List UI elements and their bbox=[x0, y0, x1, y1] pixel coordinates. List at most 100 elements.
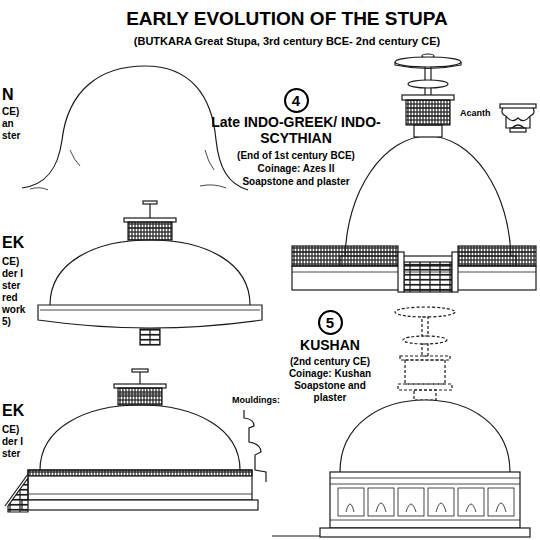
label-box: Mouldings: bbox=[232, 395, 280, 406]
indo-greek-stupa bbox=[5, 369, 258, 512]
kushan-stupa bbox=[338, 488, 364, 516]
label-box: Acanth bbox=[460, 108, 491, 119]
indo-greek-stupa bbox=[5, 474, 28, 506]
acanthus-capital bbox=[500, 104, 536, 108]
label-box: Coinage: Kushan bbox=[260, 368, 400, 380]
period-note: Soapstone and plaster bbox=[211, 176, 381, 188]
kushan-stupa bbox=[422, 344, 428, 356]
kushan-stupa bbox=[346, 503, 506, 512]
label-box: N bbox=[2, 86, 14, 104]
mauryan-mound bbox=[70, 150, 214, 170]
label-box: 5) bbox=[2, 316, 11, 328]
kushan-stupa bbox=[330, 478, 520, 479]
kushan-stupa bbox=[422, 317, 428, 336]
label-box: CE) bbox=[2, 424, 19, 436]
label-box: ster bbox=[2, 448, 20, 460]
diagram-title: EARLY EVOLUTION OF THE STUPA bbox=[37, 7, 537, 30]
indo-greek-stupa bbox=[38, 201, 262, 345]
period-note: CE) bbox=[2, 256, 19, 268]
indo-scythian-stupa bbox=[408, 80, 448, 88]
label-box: der I bbox=[2, 268, 23, 280]
indo-greek-stupa bbox=[40, 310, 260, 311]
label-box: ster bbox=[2, 280, 20, 292]
kushan-stupa bbox=[458, 488, 484, 516]
label-box: EK bbox=[2, 234, 24, 252]
indo-greek-stupa bbox=[8, 478, 28, 512]
period-note: Soapstone and plaster bbox=[282, 380, 378, 404]
period-heading: EK bbox=[2, 402, 24, 420]
period-note: ster bbox=[2, 280, 20, 292]
title-box: EARLY EVOLUTION OF THE STUPA bbox=[37, 7, 537, 30]
detail-label: Acanth bbox=[460, 108, 491, 119]
period-note: (2nd century CE) bbox=[260, 356, 400, 368]
detail-label: Mouldings: bbox=[232, 395, 280, 406]
indo-greek-stupa bbox=[128, 222, 172, 240]
period-note: an bbox=[2, 118, 14, 130]
indo-scythian-stupa bbox=[402, 95, 454, 100]
indo-scythian-stupa bbox=[414, 125, 442, 137]
kushan-stupa bbox=[368, 488, 394, 516]
period-note: der I bbox=[2, 436, 23, 448]
kushan-stupa bbox=[395, 307, 455, 317]
indo-scythian-stupa bbox=[292, 251, 398, 252]
label-box: Soapstone and plaster bbox=[282, 380, 378, 404]
label-box: an bbox=[2, 118, 14, 130]
mauryan-mound bbox=[30, 185, 226, 190]
period-note: 5) bbox=[2, 316, 11, 328]
indo-greek-stupa bbox=[140, 329, 160, 345]
period-heading: EK bbox=[2, 234, 24, 252]
indo-greek-stupa bbox=[28, 470, 252, 476]
indo-greek-stupa bbox=[118, 388, 162, 405]
callout-circle: 5 bbox=[318, 310, 343, 335]
indo-scythian-stupa bbox=[458, 246, 536, 266]
indo-scythian-stupa bbox=[406, 100, 450, 125]
kushan-stupa bbox=[414, 390, 436, 400]
kushan-stupa bbox=[488, 488, 514, 516]
kushan-stupa bbox=[330, 520, 520, 521]
indo-greek-stupa bbox=[114, 384, 166, 388]
period-note: CE) bbox=[2, 106, 19, 118]
indo-greek-stupa bbox=[124, 218, 176, 222]
period-note: ster bbox=[2, 448, 20, 460]
indo-greek-stupa bbox=[149, 204, 150, 218]
kushan-stupa bbox=[320, 528, 530, 537]
period-heading: KUSHAN bbox=[270, 337, 390, 353]
label-box: (2nd century CE) bbox=[260, 356, 400, 368]
period-note: ster bbox=[2, 130, 20, 142]
indo-scythian-stupa bbox=[458, 251, 536, 252]
subtitle: (BUTKARA Great Stupa, 3rd century BCE- 2… bbox=[37, 35, 537, 48]
label-box: der I bbox=[2, 436, 23, 448]
acanthus-capital bbox=[502, 108, 534, 128]
kushan-stupa bbox=[340, 400, 510, 472]
callout-number: 4 bbox=[292, 93, 300, 108]
indo-greek-stupa bbox=[139, 372, 140, 384]
kushan-stupa bbox=[398, 488, 424, 516]
moulding-profile bbox=[244, 410, 266, 482]
kushan-stupa bbox=[330, 472, 520, 528]
label-box: (BUTKARA Great Stupa, 3rd century BCE- 2… bbox=[37, 35, 537, 48]
indo-scythian-stupa bbox=[292, 246, 398, 266]
label-box: Late INDO-GREEK/ INDO-SCYTHIAN bbox=[206, 114, 386, 146]
period-heading: Late INDO-GREEK/ INDO-SCYTHIAN bbox=[206, 114, 386, 146]
period-note: red bbox=[2, 292, 18, 304]
indo-greek-stupa bbox=[22, 500, 258, 510]
label-box: ster bbox=[2, 130, 20, 142]
period-note: der I bbox=[2, 268, 23, 280]
indo-greek-stupa bbox=[132, 369, 148, 372]
label-box: KUSHAN bbox=[270, 337, 390, 353]
period-note: Coinage: Kushan bbox=[260, 368, 400, 380]
indo-greek-stupa bbox=[128, 227, 172, 228]
indo-greek-stupa bbox=[40, 405, 240, 470]
label-box: CE) bbox=[2, 106, 19, 118]
label-box: work bbox=[2, 304, 25, 316]
label-box: Soapstone and plaster bbox=[211, 176, 381, 188]
acanthus-capital bbox=[510, 128, 526, 132]
callout-circle: 4 bbox=[284, 88, 309, 113]
indo-scythian-stupa bbox=[395, 57, 461, 67]
period-heading: N bbox=[2, 86, 14, 104]
indo-scythian-stupa bbox=[395, 62, 461, 69]
indo-scythian-stupa bbox=[406, 107, 450, 108]
kushan-stupa bbox=[330, 484, 520, 485]
